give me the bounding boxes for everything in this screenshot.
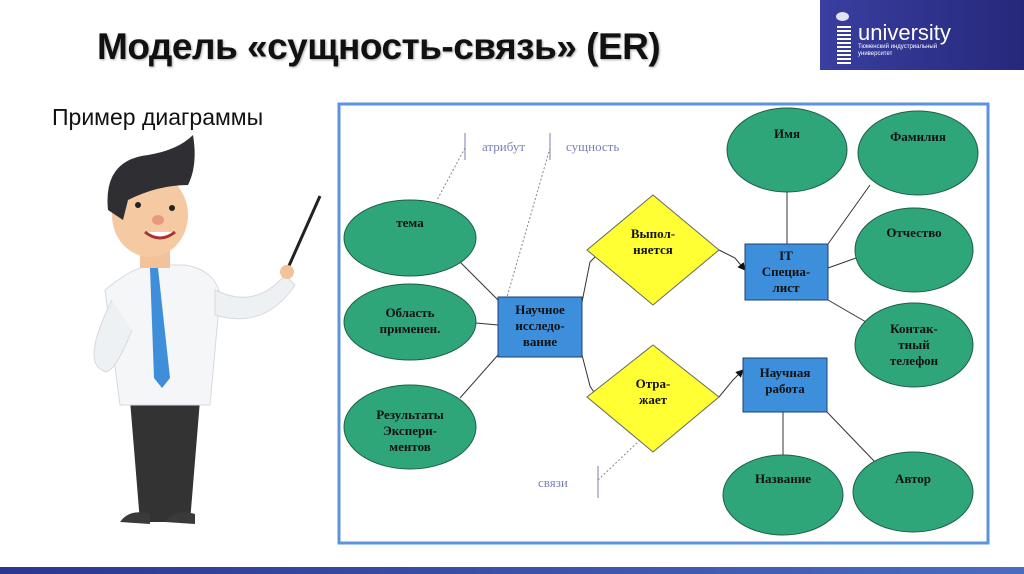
svg-text:тный: тный bbox=[898, 337, 930, 352]
svg-text:Контак-: Контак- bbox=[890, 321, 938, 336]
legend-attribute: атрибут bbox=[482, 139, 525, 154]
svg-text:жает: жает bbox=[639, 392, 668, 407]
svg-text:Специа-: Специа- bbox=[762, 264, 810, 279]
legend-relationship: связи bbox=[538, 475, 568, 490]
svg-text:Название: Название bbox=[755, 471, 811, 486]
svg-text:Выпол-: Выпол- bbox=[631, 226, 675, 241]
legend-entity: сущность bbox=[566, 139, 619, 154]
attribute-name: Имя bbox=[726, 107, 848, 193]
slide-title: Модель «сущность-связь» (ER) bbox=[97, 26, 661, 67]
svg-text:лист: лист bbox=[773, 280, 801, 295]
attribute-area: Область применен. bbox=[343, 283, 477, 361]
svg-text:Отчество: Отчество bbox=[886, 225, 941, 240]
svg-text:Автор: Автор bbox=[895, 471, 931, 486]
attribute-surname: Фамилия bbox=[857, 110, 979, 196]
relationship-reflects: Отра- жает bbox=[586, 344, 720, 453]
bottom-bar bbox=[0, 567, 1024, 574]
globe-icon bbox=[836, 12, 849, 21]
attribute-results: Результаты Экспери- ментов bbox=[343, 384, 477, 470]
relationship-performs: Выпол- няется bbox=[586, 194, 720, 306]
legend-relationship-pointer bbox=[597, 439, 641, 481]
attribute-patronymic: Отчество bbox=[854, 207, 974, 293]
svg-text:ментов: ментов bbox=[389, 439, 431, 454]
slide-subtitle: Пример диаграммы bbox=[52, 104, 264, 130]
entity-scientific-work: Научная работа bbox=[742, 357, 828, 413]
svg-text:Научная: Научная bbox=[760, 365, 811, 380]
svg-text:Фамилия: Фамилия bbox=[890, 129, 946, 144]
svg-text:тема: тема bbox=[396, 215, 424, 230]
entity-it-specialist: IT Специа- лист bbox=[744, 243, 829, 301]
attribute-title: Название bbox=[722, 454, 844, 536]
svg-text:Отра-: Отра- bbox=[636, 376, 671, 391]
logo-bars-icon bbox=[837, 24, 851, 64]
svg-text:няется: няется bbox=[633, 242, 673, 257]
logo-subtitle: Тюменский индустриальный университет bbox=[858, 44, 938, 57]
svg-text:IT: IT bbox=[779, 248, 793, 263]
connectors bbox=[459, 184, 876, 463]
svg-text:Экспери-: Экспери- bbox=[383, 423, 437, 438]
svg-text:Область: Область bbox=[385, 305, 434, 320]
legend: атрибут сущность связи bbox=[436, 133, 619, 498]
attribute-topic: тема bbox=[343, 199, 477, 277]
teacher-illustration bbox=[93, 135, 322, 524]
svg-text:Результаты: Результаты bbox=[376, 407, 444, 422]
svg-text:телефон: телефон bbox=[890, 353, 939, 368]
logo-word: university bbox=[858, 20, 951, 45]
svg-text:работа: работа bbox=[765, 381, 805, 396]
svg-text:Научное: Научное bbox=[515, 302, 565, 317]
svg-text:Имя: Имя bbox=[774, 126, 800, 141]
svg-text:исследо-: исследо- bbox=[515, 318, 564, 333]
attribute-author: Автор bbox=[852, 451, 974, 533]
university-logo: university Тюменский индустриальный унив… bbox=[820, 0, 1024, 70]
svg-text:применен.: применен. bbox=[380, 321, 441, 336]
entity-research: Научное исследо- вание bbox=[497, 296, 583, 358]
attribute-phone: Контак- тный телефон bbox=[854, 302, 974, 388]
svg-text:вание: вание bbox=[523, 334, 558, 349]
